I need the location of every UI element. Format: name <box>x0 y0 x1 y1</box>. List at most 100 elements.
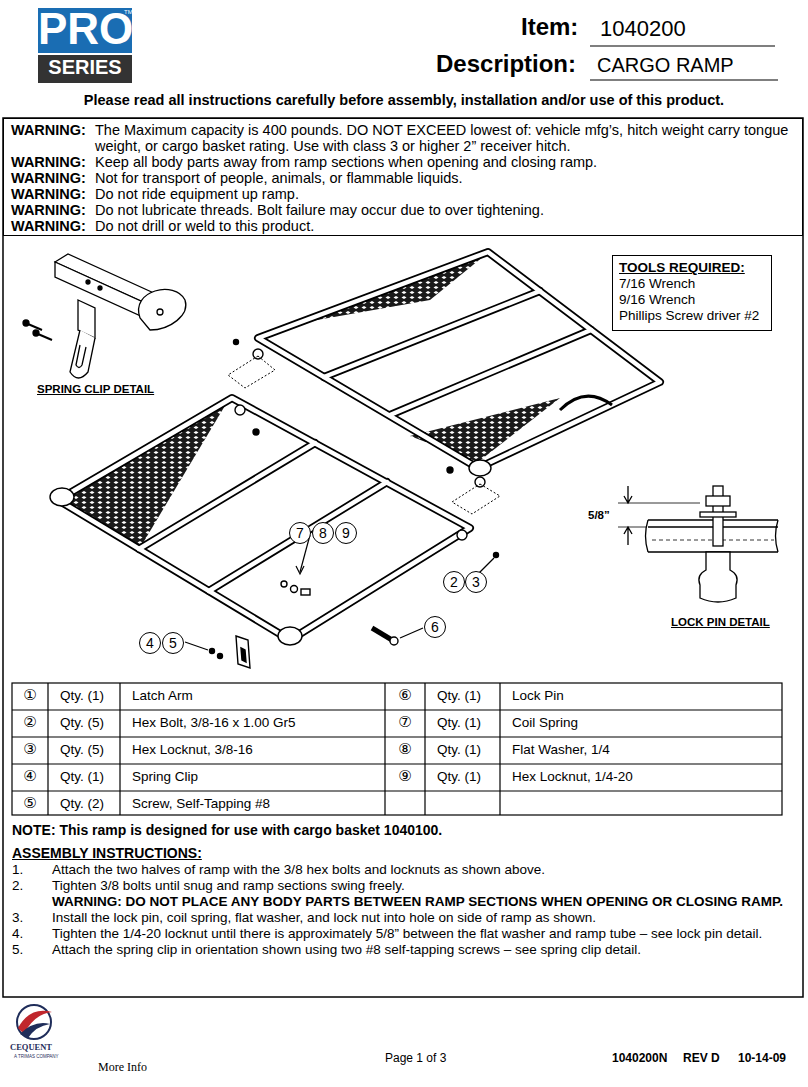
ramp-parts <box>253 429 259 435</box>
table-cell: Qty. (1) <box>437 769 481 785</box>
spring-clip-detail <box>157 309 163 315</box>
ramp-mesh <box>410 398 560 462</box>
table-cell: Hex Locknut, 1/4-20 <box>512 769 633 785</box>
ramp-parts <box>494 553 499 558</box>
footer-text: Page 1 of 3 <box>385 1052 446 1066</box>
table-cell: ⑦ <box>385 714 425 731</box>
lock-pin-detail <box>618 486 778 602</box>
ramp-parts <box>234 340 239 345</box>
table-cell: ③ <box>12 741 48 758</box>
hinge-dotted-lines <box>228 356 500 514</box>
tools-box: TOOLS REQUIRED:7/16 Wrench9/16 WrenchPhi… <box>612 255 772 331</box>
ramp-parts <box>291 586 298 593</box>
cequent-logo <box>20 1023 50 1038</box>
assembly-text: WARNING: DO NOT PLACE ANY BODY PARTS BET… <box>52 894 802 910</box>
callout-number: 6 <box>431 620 439 634</box>
ramp-parts <box>281 581 287 587</box>
item-heading: Item: <box>521 13 578 41</box>
logo-text: SERIES <box>38 56 132 79</box>
warning-text: The Maximum capacity is 400 pounds. DO N… <box>95 122 795 154</box>
spring-clip-detail <box>76 345 86 368</box>
table-cell: Flat Washer, 1/4 <box>512 742 610 758</box>
tools-heading: TOOLS REQUIRED: <box>619 260 759 276</box>
lock-pin-detail <box>706 496 730 506</box>
callout-number: 3 <box>472 575 480 589</box>
spring-clip-detail <box>23 320 29 326</box>
table-cell: Qty. (1) <box>437 688 481 704</box>
assembly-text: Tighten 3/8 bolts until snug and ramp se… <box>52 878 797 894</box>
leader-lines <box>296 566 304 574</box>
ramp-parts <box>447 467 453 473</box>
ramp-parts <box>235 405 245 415</box>
warning-label: WARNING: <box>11 122 86 138</box>
assembly-text: Attach the spring clip in orientation sh… <box>52 942 797 958</box>
warning-box: WARNING: The Maximum capacity is 400 poun… <box>3 118 803 236</box>
footer-text: CEQUENT <box>10 1043 52 1053</box>
callout-number: 8 <box>319 526 327 540</box>
callout-circle: 6 <box>424 616 446 638</box>
spring-clip-detail <box>33 330 39 336</box>
instruction-banner: Please read all instructions carefully b… <box>0 92 808 109</box>
ramp-parts <box>50 488 74 506</box>
table-cell: ⑧ <box>385 741 425 758</box>
warning-text: Do not lubricate threads. Bolt failure m… <box>95 202 795 218</box>
warning-text: Do not ride equipment up ramp. <box>95 186 795 202</box>
tools-item: 9/16 Wrench <box>619 292 759 308</box>
logo-text: TM <box>124 9 133 16</box>
ramp-parts <box>218 654 223 659</box>
table-cell: Hex Locknut, 3/8-16 <box>132 742 253 758</box>
cequent-logo <box>17 1005 52 1039</box>
leader-lines <box>400 628 423 638</box>
table-cell: Qty. (2) <box>60 796 104 812</box>
table-cell: Qty. (1) <box>60 688 104 704</box>
ramp-parts <box>560 396 612 410</box>
page-frame <box>3 118 803 997</box>
table-cell: ④ <box>12 768 48 785</box>
table-cell: ⑤ <box>12 795 48 812</box>
callout-number: 7 <box>296 526 304 540</box>
ramp-parts <box>301 589 310 595</box>
callout-number: 2 <box>450 575 458 589</box>
warning-label: WARNING: <box>11 170 86 186</box>
title-underlines <box>590 46 778 80</box>
footer-text: A TRIMAS COMPANY <box>14 1054 59 1059</box>
ramp-parts <box>210 649 215 654</box>
ramp-parts <box>469 460 491 476</box>
parts-table-grid <box>12 683 782 815</box>
callout-circle: 9 <box>335 522 357 544</box>
assembly-text: Install the lock pin, coil spring, flat … <box>52 910 797 926</box>
ramp-frames <box>58 252 660 640</box>
table-cell: Coil Spring <box>512 715 578 731</box>
ramp-parts <box>253 349 263 359</box>
warning-label: WARNING: <box>11 218 86 234</box>
ramp-parts <box>278 627 302 645</box>
parts-table-grid <box>12 710 782 791</box>
item-heading: Description: <box>436 50 576 78</box>
detail-title: LOCK PIN DETAIL <box>671 616 770 629</box>
table-cell: ② <box>12 714 48 731</box>
logo-text: PRO <box>38 4 132 55</box>
item-heading: 1040200 <box>600 16 686 41</box>
spring-clip-detail <box>28 324 42 330</box>
ramp-parts <box>390 637 398 645</box>
spring-clip-detail <box>139 290 186 330</box>
ramp-parts <box>372 628 392 640</box>
assembly-text: Attach the two halves of ramp with the 3… <box>52 862 797 878</box>
callout-number: 9 <box>342 526 350 540</box>
lock-pin-detail <box>646 520 779 552</box>
title-underlines <box>590 79 778 80</box>
lock-pin-detail <box>699 552 737 602</box>
ramp-mesh <box>64 404 226 548</box>
spring-clip-detail <box>98 286 102 290</box>
callout-number: 5 <box>169 636 177 650</box>
table-cell: Qty. (1) <box>437 715 481 731</box>
spring-clip-detail <box>70 330 95 378</box>
warning-label: WARNING: <box>11 186 86 202</box>
footer-text: 1040200N <box>612 1052 667 1066</box>
item-heading: CARGO RAMP <box>597 54 734 77</box>
title-underlines <box>590 45 775 46</box>
assembly-text: 4. <box>12 926 23 942</box>
assembly-text: 5. <box>12 942 23 958</box>
assembly-text: Tighten the 1/4-20 locknut until there i… <box>52 926 797 942</box>
